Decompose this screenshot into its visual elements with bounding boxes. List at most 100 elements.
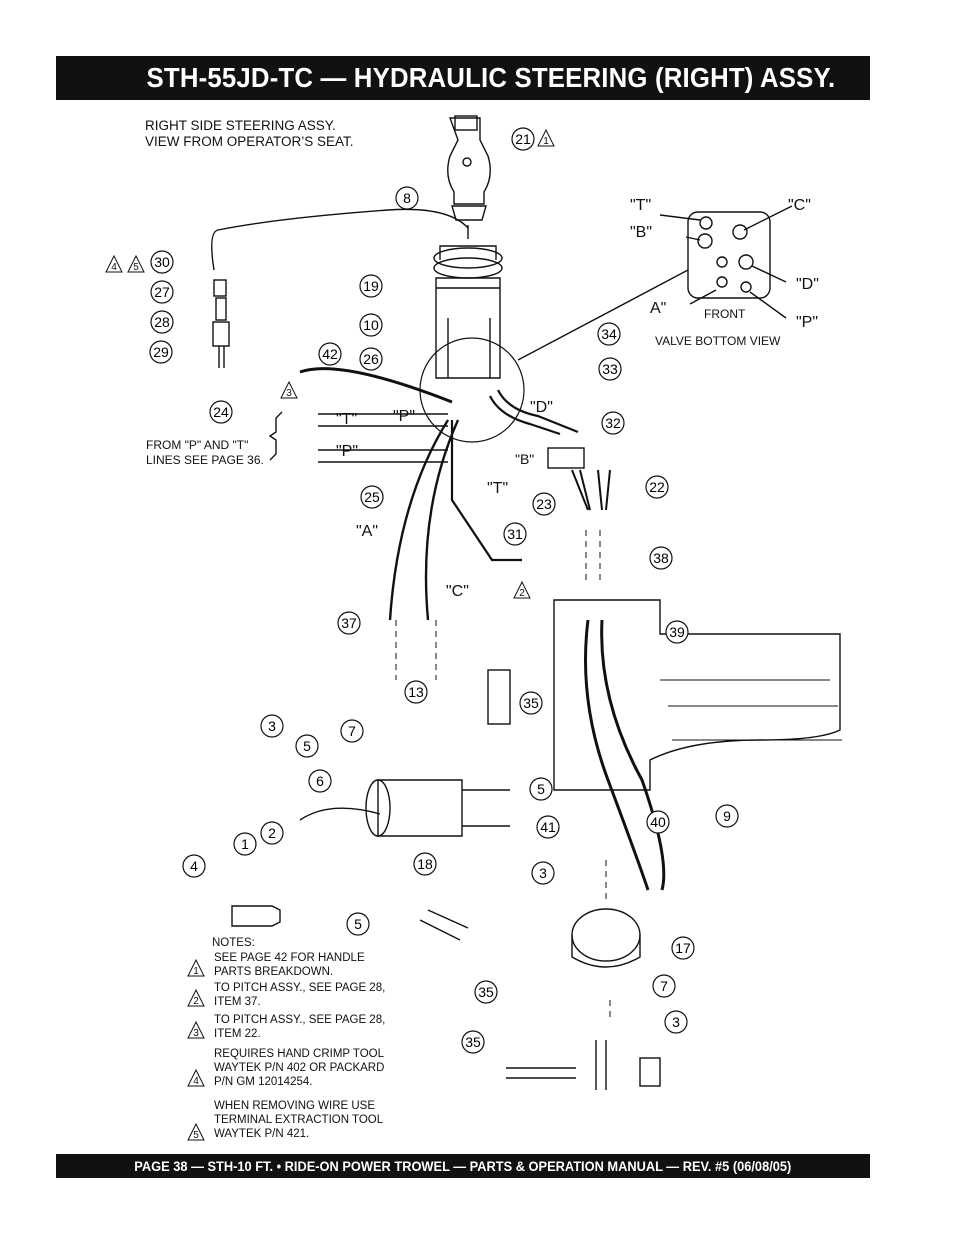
line-label-d: "D" xyxy=(530,399,553,416)
note-4-line2: WAYTEK P/N 402 OR PACKARD xyxy=(214,1062,385,1074)
view-caption-line1: RIGHT SIDE STEERING ASSY. xyxy=(145,118,336,133)
note-4-line3: P/N GM 12014254. xyxy=(214,1076,313,1088)
svg-text:38: 38 xyxy=(653,550,669,566)
valve-port-p: "P" xyxy=(796,314,819,331)
callout-4: 4 xyxy=(182,854,206,878)
line-label-b: "B" xyxy=(515,451,535,467)
callout-31: 31 xyxy=(503,522,527,546)
svg-text:35: 35 xyxy=(523,695,539,711)
svg-text:6: 6 xyxy=(316,773,324,789)
valve-port-t: "T" xyxy=(630,197,652,214)
callout-35a: 35 xyxy=(519,691,543,715)
svg-text:19: 19 xyxy=(363,278,379,294)
callout-33: 33 xyxy=(598,357,622,381)
svg-text:7: 7 xyxy=(660,978,668,994)
note-4: REQUIRES HAND CRIMP TOOL WAYTEK P/N 402 … xyxy=(214,1047,384,1089)
svg-text:22: 22 xyxy=(649,479,665,495)
svg-text:33: 33 xyxy=(602,361,618,377)
note-5: WHEN REMOVING WIRE USE TERMINAL EXTRACTI… xyxy=(214,1099,383,1141)
svg-text:3: 3 xyxy=(539,865,547,881)
callout-3a: 3 xyxy=(260,714,284,738)
note-flag-4: 4 xyxy=(187,1068,205,1087)
callout-1: 1 xyxy=(233,832,257,856)
svg-text:17: 17 xyxy=(675,940,691,956)
svg-text:10: 10 xyxy=(363,317,379,333)
note-3-line2: ITEM 22. xyxy=(214,1028,261,1040)
callout-35c: 35 xyxy=(461,1030,485,1054)
callout-28: 28 xyxy=(150,310,174,334)
callout-41: 41 xyxy=(536,815,560,839)
callout-10: 10 xyxy=(359,313,383,337)
note-1-line2: PARTS BREAKDOWN. xyxy=(214,966,334,978)
note-flag-2: 2 xyxy=(187,988,205,1007)
callout-9: 9 xyxy=(715,804,739,828)
svg-text:31: 31 xyxy=(507,526,523,542)
note-5-line2: TERMINAL EXTRACTION TOOL xyxy=(214,1114,384,1126)
callout-8: 8 xyxy=(395,186,419,210)
note-3: TO PITCH ASSY., SEE PAGE 28, ITEM 22. xyxy=(214,1013,385,1041)
footer-text: PAGE 38 — STH-10 FT. • RIDE-ON POWER TRO… xyxy=(134,1158,792,1174)
page-title: STH-55JD-TC — HYDRAULIC STEERING (RIGHT)… xyxy=(146,62,835,93)
callout-18: 18 xyxy=(413,852,437,876)
svg-text:5: 5 xyxy=(193,1130,199,1141)
svg-text:27: 27 xyxy=(154,284,170,300)
callout-30: 30 xyxy=(150,250,174,274)
svg-text:5: 5 xyxy=(133,262,139,273)
valve-caption: VALVE BOTTOM VIEW xyxy=(655,334,781,348)
svg-text:35: 35 xyxy=(465,1034,481,1050)
note-flag-3-top: 3 xyxy=(280,380,298,399)
note-flag-4-top: 4 xyxy=(105,254,123,273)
svg-text:13: 13 xyxy=(408,684,424,700)
callout-19: 19 xyxy=(359,274,383,298)
callout-25: 25 xyxy=(360,485,384,509)
svg-text:26: 26 xyxy=(363,351,379,367)
callout-7a: 7 xyxy=(340,719,364,743)
svg-text:1: 1 xyxy=(241,836,249,852)
callout-32: 32 xyxy=(601,411,625,435)
note-1: SEE PAGE 42 FOR HANDLE PARTS BREAKDOWN. xyxy=(214,951,365,979)
svg-text:4: 4 xyxy=(111,262,117,273)
callout-7b: 7 xyxy=(652,974,676,998)
svg-text:39: 39 xyxy=(669,624,685,640)
callout-27: 27 xyxy=(150,280,174,304)
svg-text:18: 18 xyxy=(417,856,433,872)
line-label-t-left: "T" xyxy=(336,411,358,428)
valve-port-b: "B" xyxy=(630,224,653,241)
svg-text:2: 2 xyxy=(519,588,525,599)
callout-40: 40 xyxy=(646,810,670,834)
title-bar: STH-55JD-TC — HYDRAULIC STEERING (RIGHT)… xyxy=(56,56,870,100)
note-flag-2-top: 2 xyxy=(513,580,531,599)
svg-text:3: 3 xyxy=(286,388,292,399)
callout-5c: 5 xyxy=(346,912,370,936)
svg-text:3: 3 xyxy=(268,718,276,734)
note-3-line1: TO PITCH ASSY., SEE PAGE 28, xyxy=(214,1014,386,1026)
line-art xyxy=(211,115,842,1090)
valve-port-a: A" xyxy=(650,300,667,317)
line-label-p-top: "P" xyxy=(393,408,416,425)
note-flag-1-top: 1 xyxy=(537,128,555,147)
note-flag-3: 3 xyxy=(187,1020,205,1039)
svg-text:34: 34 xyxy=(601,326,617,342)
svg-text:32: 32 xyxy=(605,415,621,431)
callout-38: 38 xyxy=(649,546,673,570)
svg-text:5: 5 xyxy=(354,916,362,932)
callout-6: 6 xyxy=(308,769,332,793)
svg-text:28: 28 xyxy=(154,314,170,330)
note-1-line1: SEE PAGE 42 FOR HANDLE xyxy=(214,952,365,964)
svg-text:21: 21 xyxy=(515,131,531,147)
svg-text:4: 4 xyxy=(193,1076,199,1087)
callout-24: 24 xyxy=(209,400,233,424)
callout-5b: 5 xyxy=(529,777,553,801)
svg-text:1: 1 xyxy=(543,136,549,147)
line-label-a: "A" xyxy=(356,523,379,540)
svg-text:35: 35 xyxy=(478,984,494,1000)
svg-text:37: 37 xyxy=(341,615,357,631)
note-flag-1: 1 xyxy=(187,958,205,977)
callout-3b: 3 xyxy=(531,861,555,885)
callout-22: 22 xyxy=(645,475,669,499)
callout-3c: 3 xyxy=(664,1010,688,1034)
callout-29: 29 xyxy=(149,340,173,364)
callout-2: 2 xyxy=(260,821,284,845)
note-2: TO PITCH ASSY., SEE PAGE 28, ITEM 37. xyxy=(214,981,385,1009)
